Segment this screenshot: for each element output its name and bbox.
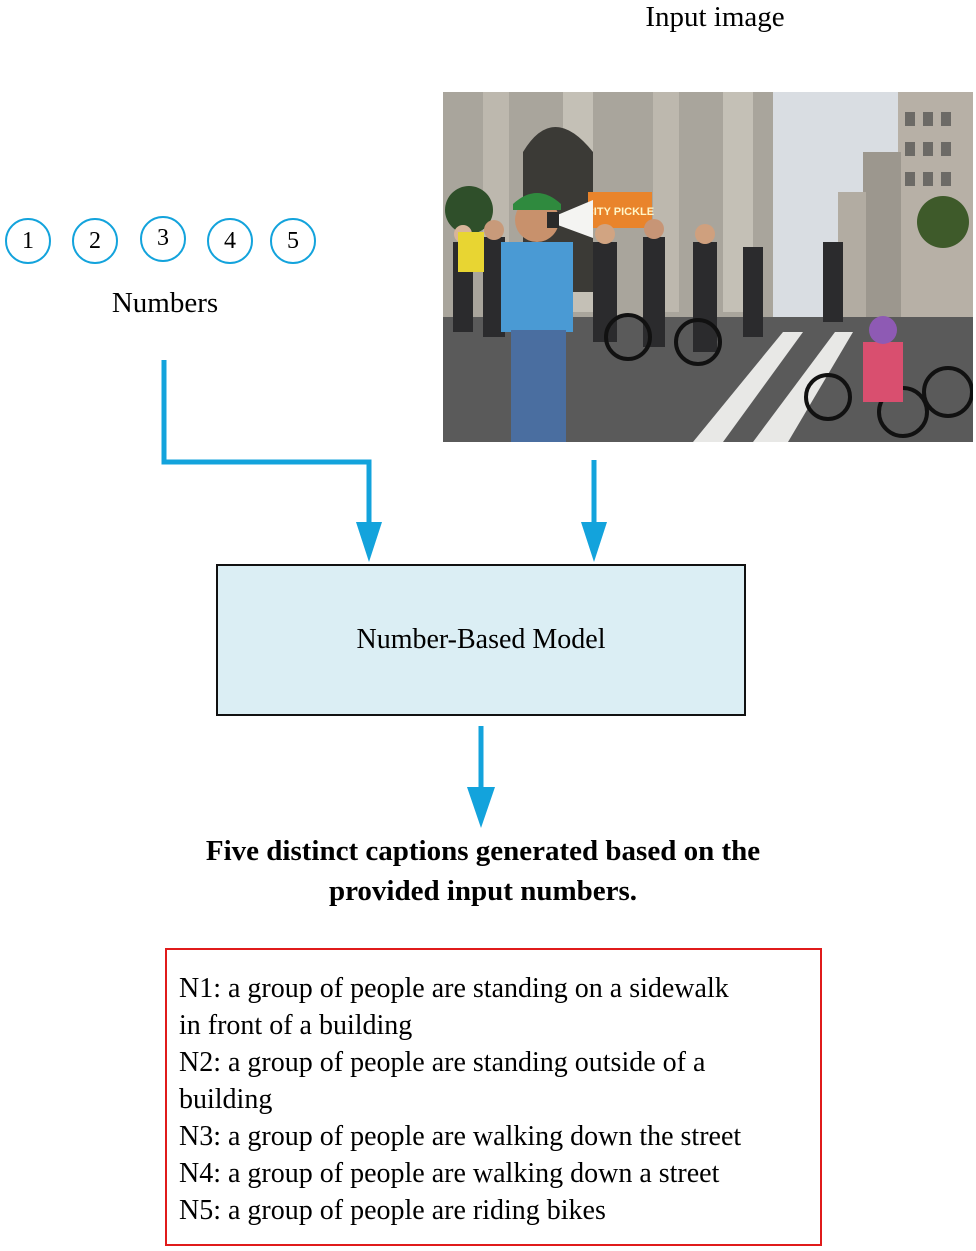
number-3-circle: 3 <box>140 216 186 262</box>
caption-n3: N3: a group of people are walking down t… <box>179 1121 742 1152</box>
caption-n2-line-1: N2: a group of people are standing outsi… <box>179 1047 706 1078</box>
image-arrow-head <box>581 522 607 562</box>
captions-title-line-1: Five distinct captions generated based o… <box>205 835 761 867</box>
input-image-title: Input image <box>645 1 785 33</box>
captions-box: N1: a group of people are standing on a … <box>165 948 822 1246</box>
caption-n4: N4: a group of people are walking down a… <box>179 1158 720 1189</box>
numbers-label: Numbers <box>111 287 219 319</box>
caption-n2-line-2: building <box>179 1084 273 1115</box>
input-photo: CITY PICKLE <box>443 92 973 442</box>
number-4-circle: 4 <box>207 218 253 264</box>
captions-title: Five distinct captions generated based o… <box>120 831 846 911</box>
number-1-circle: 1 <box>5 218 51 264</box>
caption-n1-line-2: in front of a building <box>179 1010 413 1041</box>
number-based-model-box: Number-Based Model <box>216 564 746 716</box>
numbers-arrow-head <box>356 522 382 562</box>
number-2-circle: 2 <box>72 218 118 264</box>
sign-text: CITY PICKLE <box>586 206 654 218</box>
caption-n1-line-1: N1: a group of people are standing on a … <box>179 973 729 1004</box>
model-label: Number-Based Model <box>356 624 606 655</box>
numbers-to-model-arrow-line <box>161 360 372 525</box>
captions-title-line-2: provided input numbers. <box>328 875 638 907</box>
output-arrow-head <box>467 787 495 828</box>
caption-n5: N5: a group of people are riding bikes <box>179 1195 606 1226</box>
number-5-circle: 5 <box>270 218 316 264</box>
